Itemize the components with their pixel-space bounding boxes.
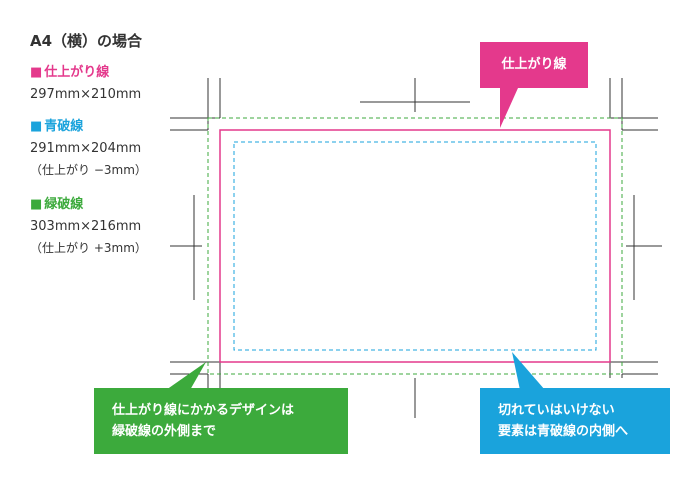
legend-note-blue-dashed: （仕上がり −3mm） — [30, 163, 147, 177]
safe-area-callout-line2: 要素は青破線の内側へ — [498, 424, 629, 439]
legend-item-green-dashed: ■緑破線 303mm×216mm （仕上がり +3mm） — [30, 194, 147, 258]
page-title: A4（横）の場合 — [30, 32, 143, 50]
bleed-line-green-dashed — [207, 117, 623, 375]
crop-marks — [170, 78, 662, 418]
bleed-callout-line1: 仕上がり線にかかるデザインは — [112, 403, 295, 418]
legend-size-trim-line: 297mm×210mm — [30, 87, 142, 102]
safe-area-callout-line1: 切れていはいけない — [498, 403, 615, 418]
legend-label-green-dashed: ■緑破線 — [30, 194, 147, 216]
trim-line-callout-text: 仕上がり線 — [501, 57, 567, 72]
legend-item-trim-line: ■仕上がり線 297mm×210mm — [30, 62, 141, 106]
trim-line — [219, 129, 611, 363]
legend-label-trim-line: ■仕上がり線 — [30, 62, 141, 84]
legend-size-blue-dashed: 291mm×204mm — [30, 141, 142, 156]
bleed-callout-line2: 緑破線の外側まで — [112, 424, 217, 439]
legend-text-trim-line: 仕上がり線 — [44, 65, 110, 80]
square-marker-icon: ■ — [30, 197, 43, 212]
legend-note-green-dashed: （仕上がり +3mm） — [30, 241, 147, 255]
trim-callout-pointer — [500, 88, 518, 128]
legend-label-blue-dashed: ■青破線 — [30, 116, 147, 138]
bleed-callout: 仕上がり線にかかるデザインは 緑破線の外側まで — [94, 388, 348, 454]
bleed-callout-pointer — [166, 362, 206, 390]
legend-text-blue-dashed: 青破線 — [44, 119, 84, 134]
legend-item-blue-dashed: ■青破線 291mm×204mm （仕上がり −3mm） — [30, 116, 147, 180]
legend-size-green-dashed: 303mm×216mm — [30, 219, 142, 234]
safe-line-blue-dashed — [233, 141, 597, 351]
safe-callout-pointer — [512, 352, 545, 390]
square-marker-icon: ■ — [30, 65, 43, 80]
safe-area-callout: 切れていはいけない 要素は青破線の内側へ — [480, 388, 670, 454]
trim-line-callout: 仕上がり線 — [480, 42, 588, 88]
square-marker-icon: ■ — [30, 119, 43, 134]
legend-text-green-dashed: 緑破線 — [44, 197, 84, 212]
